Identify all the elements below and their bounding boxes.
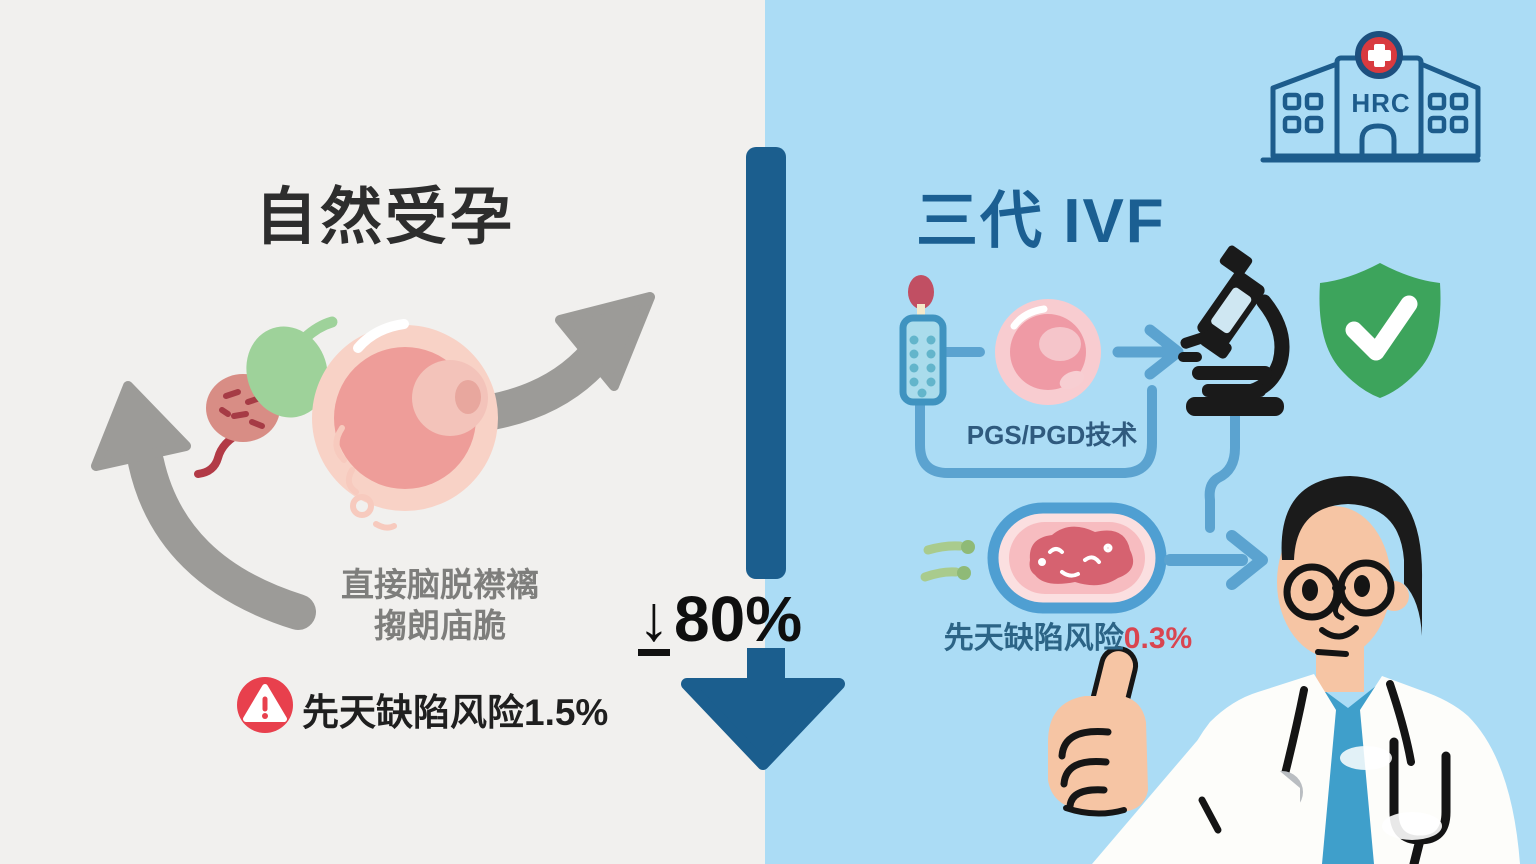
embryo-flow-arrow-icon [1164,530,1268,590]
flow-arrow-icon [1112,324,1184,380]
hrc-hospital-icon [1260,31,1481,163]
thumbs-up-icon [1048,646,1148,817]
doctor-illustration [1048,476,1520,864]
curved-arrow-up-left-icon [91,381,316,630]
warning-icon [237,677,293,733]
egg-cell-icon [312,319,498,531]
down-arrow-glyph: ↓ [638,582,670,656]
shield-check-icon [1319,263,1441,398]
pgs-plate-icon [899,275,947,406]
reduction-text: ↓ 80% [638,582,898,656]
sperm-cells-icon [920,540,975,582]
sperm-icon [194,316,338,478]
curved-arrow-up-right-icon [474,292,655,430]
natural-conception-caption: 直接脑脱襟褵 搊朗庙脆 [295,564,585,647]
reduction-value: 80% [674,583,803,655]
microscope-icon [1178,245,1290,416]
caption-line-2: 搊朗庙脆 [374,607,506,645]
center-reduction-arrow [681,147,845,770]
pgs-process-label: PGS/PGD技术 [966,420,1138,450]
left-risk-text: 先天缺陷风险1.5% [302,692,609,733]
hrc-clinic-label: HRC [1351,88,1411,118]
right-risk-label: 先天缺陷风险 [943,622,1124,655]
caption-line-1: 直接脑脱襟褵 [341,566,539,603]
right-risk-value: 0.3% [1123,622,1193,655]
ivf-title: 三代 IVF [916,187,1166,256]
flow-loop-line [915,347,1240,533]
embryo-icon [987,502,1167,614]
natural-conception-title: 自然受孕 [255,183,516,252]
right-risk-text: 先天缺陷风险0.3% [938,613,1198,657]
sample-egg-icon [995,299,1101,405]
